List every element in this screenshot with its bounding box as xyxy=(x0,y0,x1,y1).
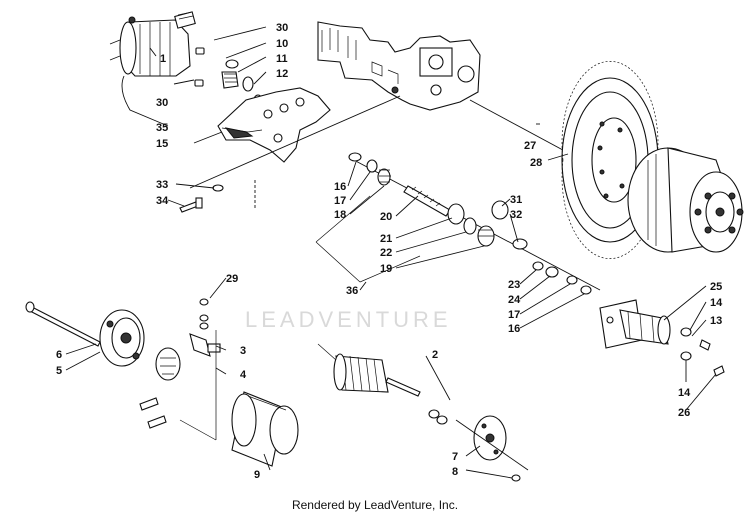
callout-36[interactable]: 36 xyxy=(346,285,358,297)
starter-motor-lower xyxy=(599,299,725,377)
callout-17-upper[interactable]: 17 xyxy=(334,195,346,207)
starter-motor-top xyxy=(109,11,196,77)
leader-lines xyxy=(65,26,717,479)
callout-30-top[interactable]: 30 xyxy=(276,22,288,34)
bolt-and-washer xyxy=(179,184,224,213)
callout-labels: 30 10 11 12 1 30 35 15 27 28 33 34 16 17… xyxy=(56,22,723,481)
callout-10[interactable]: 10 xyxy=(276,38,288,50)
drive-end-plate xyxy=(455,415,529,482)
callout-19[interactable]: 19 xyxy=(380,263,392,275)
motor-frame xyxy=(231,391,299,467)
callout-4[interactable]: 4 xyxy=(240,369,247,381)
callout-8[interactable]: 8 xyxy=(452,466,458,478)
render-credit-footer: Rendered by LeadVenture, Inc. xyxy=(291,498,459,512)
end-housing xyxy=(99,309,145,367)
callout-9[interactable]: 9 xyxy=(254,469,260,481)
callout-3[interactable]: 3 xyxy=(240,345,246,357)
watermark-logo: LEADVENTURE xyxy=(245,307,452,332)
callout-20[interactable]: 20 xyxy=(380,211,392,223)
callout-26[interactable]: 26 xyxy=(678,407,690,419)
starter-gear-hardware xyxy=(194,47,263,106)
callout-30-bottom[interactable]: 30 xyxy=(156,97,168,109)
callout-15[interactable]: 15 xyxy=(156,138,168,150)
watermark-text: LEADVENTURE xyxy=(245,307,452,332)
callout-22[interactable]: 22 xyxy=(380,247,392,259)
callout-24[interactable]: 24 xyxy=(508,294,521,306)
callout-6[interactable]: 6 xyxy=(56,349,62,361)
callout-33[interactable]: 33 xyxy=(156,179,168,191)
callout-11[interactable]: 11 xyxy=(276,53,288,65)
armature-washers xyxy=(428,409,448,425)
bendix-drive-assembly xyxy=(348,152,528,250)
engine-crankcase-drawing xyxy=(317,21,481,111)
flywheel xyxy=(627,147,744,253)
callout-2[interactable]: 2 xyxy=(432,349,438,361)
callout-17-lower[interactable]: 17 xyxy=(508,309,520,321)
callout-21[interactable]: 21 xyxy=(380,233,392,245)
callout-12[interactable]: 12 xyxy=(276,68,288,80)
callout-28[interactable]: 28 xyxy=(530,157,542,169)
brush-plate xyxy=(139,347,181,429)
callout-18[interactable]: 18 xyxy=(334,209,346,221)
callout-13[interactable]: 13 xyxy=(710,315,722,327)
callout-31[interactable]: 31 xyxy=(510,194,522,206)
callout-27[interactable]: 27 xyxy=(524,140,536,152)
callout-7[interactable]: 7 xyxy=(452,451,458,463)
armature xyxy=(317,343,421,397)
terminal-hardware xyxy=(179,298,221,441)
callout-32[interactable]: 32 xyxy=(510,209,522,221)
through-bolt xyxy=(25,301,101,347)
callout-16-upper[interactable]: 16 xyxy=(334,181,346,193)
callout-23[interactable]: 23 xyxy=(508,279,520,291)
group-bracket-36 xyxy=(315,195,421,283)
callout-14-upper[interactable]: 14 xyxy=(710,297,723,309)
callout-1[interactable]: 1 xyxy=(160,53,166,65)
callout-34[interactable]: 34 xyxy=(156,195,169,207)
callout-14-lower[interactable]: 14 xyxy=(678,387,691,399)
callout-35[interactable]: 35 xyxy=(156,122,168,134)
callout-29[interactable]: 29 xyxy=(226,273,238,285)
callout-16-lower[interactable]: 16 xyxy=(508,323,520,335)
washer-stack-right xyxy=(532,261,592,295)
callout-5[interactable]: 5 xyxy=(56,365,62,377)
callout-25[interactable]: 25 xyxy=(710,281,722,293)
mounting-bracket xyxy=(217,87,331,163)
